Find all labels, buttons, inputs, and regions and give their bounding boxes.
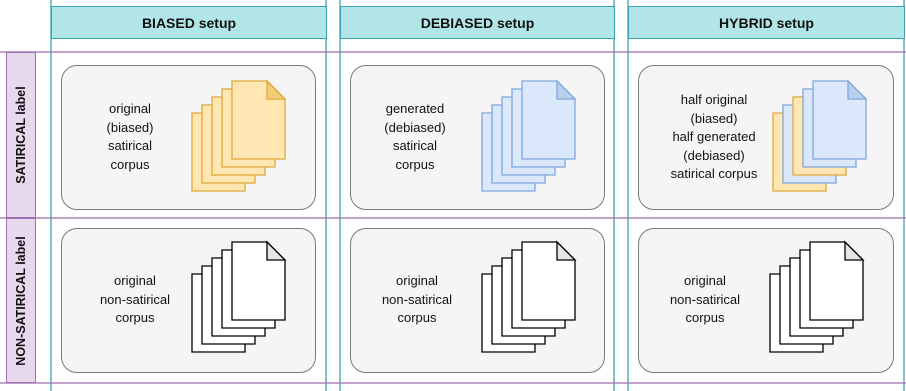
- text-line: original: [114, 273, 156, 288]
- text-line: half generated: [672, 129, 756, 144]
- text-line: (debiased): [384, 119, 446, 135]
- cell-text-debiased-satirical: generated (debiased) satirical corpus: [365, 100, 465, 174]
- text-line: satirical: [392, 138, 438, 153]
- text-line: corpus: [395, 156, 435, 172]
- cell-text-biased-satirical: original (biased) satirical corpus: [80, 100, 180, 174]
- text-line: non-satirical: [669, 291, 741, 307]
- text-line: corpus: [397, 310, 437, 325]
- text-line: (biased): [690, 110, 738, 126]
- cell-text-debiased-nonsatirical: original non-satirical corpus: [362, 272, 472, 328]
- text-line: original: [684, 273, 726, 288]
- text-line: non-satirical: [381, 291, 453, 307]
- row-header-label: SATIRICAL label: [14, 86, 28, 184]
- cell-text-biased-nonsatirical: original non-satirical corpus: [80, 272, 190, 328]
- document-stack-icon: [772, 79, 868, 192]
- document-stack-icon: [769, 240, 865, 353]
- text-line: satirical: [107, 138, 153, 153]
- text-line: original: [396, 273, 438, 288]
- text-line: non-satirical: [99, 291, 171, 307]
- column-header-label: DEBIASED setup: [420, 14, 535, 31]
- document-stack-icon: [191, 240, 287, 353]
- column-header-biased: BIASED setup: [51, 6, 327, 39]
- text-line: corpus: [110, 156, 150, 172]
- column-header-hybrid: HYBRID setup: [628, 6, 905, 39]
- row-header-label: NON-SATIRICAL label: [14, 235, 28, 366]
- column-header-label: BIASED setup: [141, 14, 237, 31]
- column-header-debiased: DEBIASED setup: [340, 6, 615, 39]
- text-line: corpus: [115, 310, 155, 325]
- document-stack-icon: [481, 79, 577, 192]
- text-line: satirical corpus: [670, 166, 758, 181]
- text-line: half original: [680, 92, 748, 107]
- text-line: original: [109, 101, 151, 116]
- text-line: (biased): [106, 119, 154, 135]
- text-line: generated: [385, 101, 445, 116]
- text-line: (debiased): [683, 147, 745, 163]
- cell-text-hybrid-satirical: half original (biased) half generated (d…: [654, 91, 774, 184]
- column-header-label: HYBRID setup: [719, 14, 814, 31]
- row-header-non-satirical: NON-SATIRICAL label: [6, 218, 36, 383]
- document-stack-icon: [191, 79, 287, 192]
- row-header-satirical: SATIRICAL label: [6, 52, 36, 218]
- text-line: corpus: [685, 310, 725, 325]
- document-stack-icon: [481, 240, 577, 353]
- cell-text-hybrid-nonsatirical: original non-satirical corpus: [650, 272, 760, 328]
